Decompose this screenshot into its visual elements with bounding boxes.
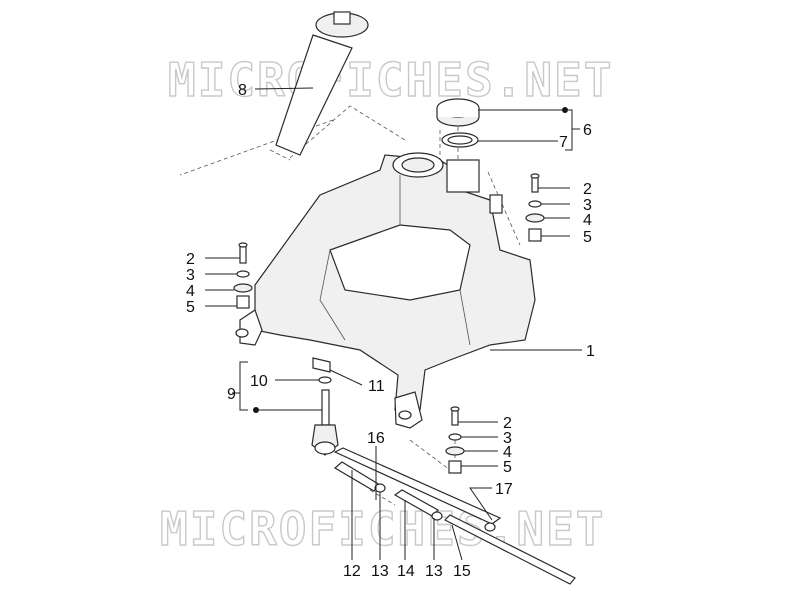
callout-8: 8 [238,82,247,99]
callout-14: 14 [397,563,415,580]
mount-hardware-left [233,242,253,309]
watermark-bottom: MICROFICHES.NET [160,502,605,556]
mount-hardware-right-top [525,173,545,242]
callout-2-right-top: 2 [583,181,592,198]
watermark-top: MICROFICHES.NET [168,53,613,107]
callout-16: 16 [367,430,385,447]
fuel-tank [235,152,536,429]
callout-5-right-bottom: 5 [503,459,512,476]
callout-6: 6 [583,122,592,139]
callout-2-left: 2 [186,251,195,268]
callout-17: 17 [495,481,513,498]
callout-11: 11 [368,378,385,395]
fuel-cap [436,98,480,127]
callout-9: 9 [227,386,236,403]
callout-7: 7 [559,134,568,151]
fuel-tap-assembly [311,357,339,456]
callout-15: 15 [453,563,471,580]
callout-4-right-bottom: 4 [503,444,512,461]
callout-2-right-bottom: 2 [503,415,512,432]
callout-5-left: 5 [186,299,195,316]
callout-10: 10 [250,373,268,390]
callout-13-a: 13 [371,563,389,580]
callout-13-b: 13 [425,563,443,580]
callout-12: 12 [343,563,361,580]
fuel-level-sender [275,11,369,156]
callout-1: 1 [586,343,595,360]
callout-labels: 8 6 7 2 3 4 5 2 3 4 5 1 10 9 11 2 3 4 5 … [186,82,595,580]
callout-3-right-top: 3 [583,197,592,214]
callout-3-right-bottom: 3 [503,430,512,447]
cap-gasket [441,132,479,148]
callout-5-right-top: 5 [583,229,592,246]
callout-4-left: 4 [186,283,195,300]
leader-lines [205,87,582,561]
mount-hardware-right-bottom [445,406,465,474]
callout-4-right-top: 4 [583,212,592,229]
callout-3-left: 3 [186,267,195,284]
